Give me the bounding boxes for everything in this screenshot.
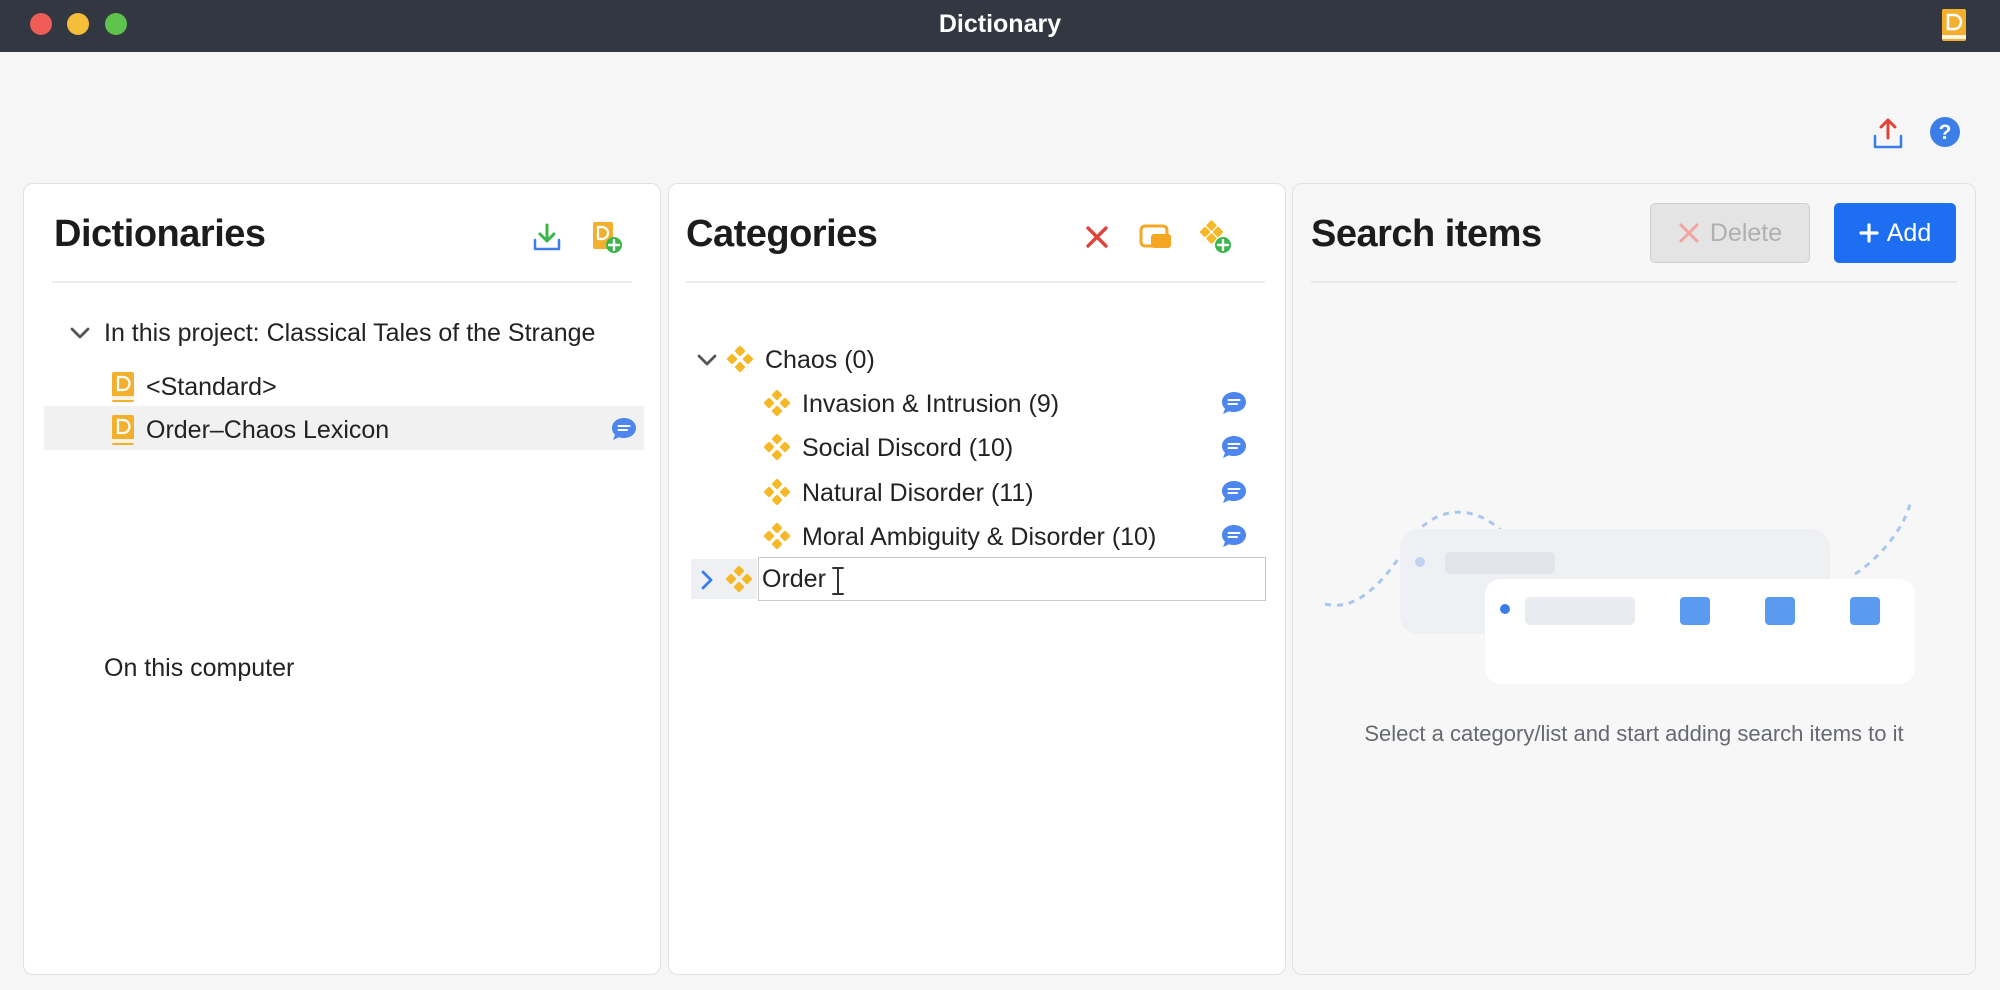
empty-state-text: Select a category/list and start adding … [1364, 721, 1904, 746]
comment-icon[interactable] [1220, 523, 1248, 554]
zoom-window-button[interactable] [105, 13, 127, 35]
dictionary-item-label: <Standard> [146, 372, 277, 401]
delete-x-icon [1679, 223, 1699, 243]
computer-group-label[interactable]: On this computer [104, 653, 295, 682]
category-label: Invasion & Intrusion (9) [802, 389, 1060, 418]
category-label: Moral Ambiguity & Disorder (10) [802, 522, 1157, 551]
close-window-button[interactable] [30, 13, 52, 35]
category-label: Social Discord (10) [802, 433, 1014, 462]
dictionaries-panel: Dictionaries In this project: Classical … [23, 183, 661, 975]
category-name-input[interactable]: Order [758, 557, 1266, 601]
export-icon[interactable] [1872, 116, 1904, 155]
category-moral-ambiguity[interactable]: Moral Ambiguity & Disorder (10) [762, 518, 1156, 556]
expand-order-chevron-icon[interactable] [695, 568, 719, 592]
categories-title: Categories [686, 213, 878, 255]
category-label: Natural Disorder (11) [802, 478, 1034, 507]
collapse-chaos-chevron-icon[interactable] [695, 348, 719, 372]
collapse-project-chevron-icon[interactable] [68, 321, 92, 345]
new-dictionary-icon[interactable] [586, 217, 626, 257]
category-icon [723, 564, 755, 596]
add-button[interactable]: Add [1834, 203, 1956, 263]
comment-icon[interactable] [610, 416, 638, 447]
dictionary-item-standard[interactable]: <Standard> [112, 368, 277, 406]
search-items-title: Search items [1311, 213, 1542, 255]
category-icon [763, 389, 791, 417]
search-items-panel: Search items Delete Add Select a categor… [1292, 183, 1976, 975]
dictionary-icon [112, 372, 134, 402]
dictionary-item-order-chaos-lexicon[interactable]: Order–Chaos Lexicon [112, 411, 389, 449]
categories-panel: Categories Chaos (0) [668, 183, 1286, 975]
rename-category-icon[interactable] [1136, 217, 1176, 257]
comment-icon[interactable] [1220, 434, 1248, 465]
category-name-input-value: Order [762, 565, 826, 593]
selected-row-highlight [44, 406, 644, 450]
project-group-label[interactable]: In this project: Classical Tales of the … [104, 318, 596, 347]
window-title: Dictionary [938, 10, 1062, 38]
category-icon [726, 345, 754, 373]
delete-button-label: Delete [1709, 218, 1783, 247]
comment-icon[interactable] [1220, 479, 1248, 510]
minimize-window-button[interactable] [67, 13, 89, 35]
dictionaries-title: Dictionaries [54, 213, 266, 255]
svg-text:?: ? [1939, 121, 1952, 144]
delete-category-icon[interactable] [1077, 217, 1117, 257]
categories-separator [686, 281, 1265, 283]
category-social-discord[interactable]: Social Discord (10) [762, 429, 1013, 467]
dictionaries-separator [52, 281, 632, 283]
comment-icon[interactable] [1220, 390, 1248, 421]
delete-button[interactable]: Delete [1650, 203, 1810, 263]
dictionary-app-icon [1942, 9, 1966, 46]
dictionary-item-label: Order–Chaos Lexicon [146, 415, 390, 444]
import-dictionary-icon[interactable] [527, 217, 567, 257]
category-label: Chaos (0) [765, 345, 875, 374]
title-bar: Dictionary [0, 0, 2000, 52]
category-icon [763, 478, 791, 506]
search-items-separator [1311, 281, 1957, 283]
add-category-icon[interactable] [1195, 217, 1235, 257]
category-icon [763, 522, 791, 550]
category-natural-disorder[interactable]: Natural Disorder (11) [762, 474, 1034, 512]
category-chaos[interactable]: Chaos (0) [725, 341, 875, 379]
empty-state-illustration [1325, 504, 1915, 684]
category-icon [763, 433, 791, 461]
dictionary-icon [112, 415, 134, 445]
text-cursor-icon [832, 567, 844, 595]
help-icon[interactable]: ? [1929, 116, 1961, 153]
category-invasion-intrusion[interactable]: Invasion & Intrusion (9) [762, 385, 1059, 423]
plus-icon [1859, 223, 1879, 243]
add-button-label: Add [1886, 218, 1932, 247]
